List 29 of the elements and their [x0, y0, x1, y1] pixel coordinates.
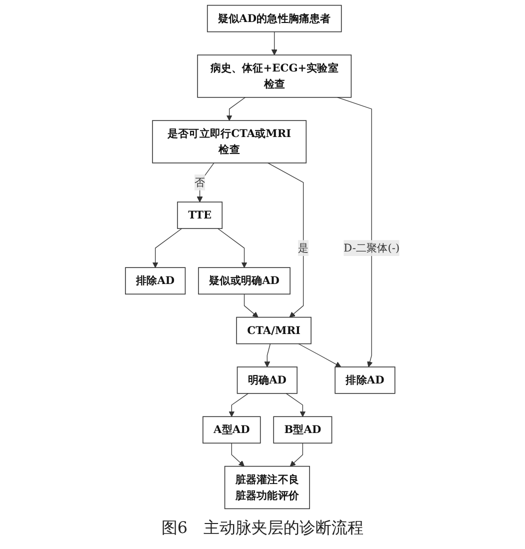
- arrow: [231, 442, 244, 467]
- edge-label: 是: [298, 241, 309, 254]
- node-box: 疑似AD的急性胸痛患者: [206, 4, 342, 32]
- arrow: [152, 228, 182, 268]
- node-box: B型AD: [273, 416, 332, 444]
- arrow: [264, 343, 271, 368]
- node-box: CTA/MRI: [236, 316, 312, 344]
- arrow: [217, 228, 248, 268]
- edge-label: 否: [194, 176, 206, 188]
- arrow: [290, 442, 304, 467]
- node-box: A型AD: [202, 416, 261, 444]
- arrow: [228, 393, 249, 417]
- node-box: 排除AD: [334, 366, 396, 394]
- arrow: [226, 97, 246, 121]
- arrow: [336, 97, 373, 368]
- node-box: 是否可立即行CTA或MRI检查: [152, 120, 307, 164]
- node-box: 脏器灌注不良 脏器功能评价: [224, 466, 310, 510]
- arrow: [298, 343, 342, 368]
- node-box: TTE: [177, 202, 223, 229]
- arrow: [286, 393, 306, 417]
- node-box: 排除AD: [125, 267, 186, 294]
- arrow: [244, 294, 258, 318]
- node-box: 疑似或明确AD: [198, 267, 290, 294]
- arrow: [268, 162, 304, 318]
- node-box: 明确AD: [236, 366, 298, 394]
- edge-label: D-二聚体(-): [344, 241, 400, 254]
- arrow: [271, 31, 278, 56]
- node-box: 病史、体征+ECG+实验室检查: [197, 54, 352, 98]
- figure-caption: 图6 主动脉夹层的诊断流程: [161, 517, 364, 539]
